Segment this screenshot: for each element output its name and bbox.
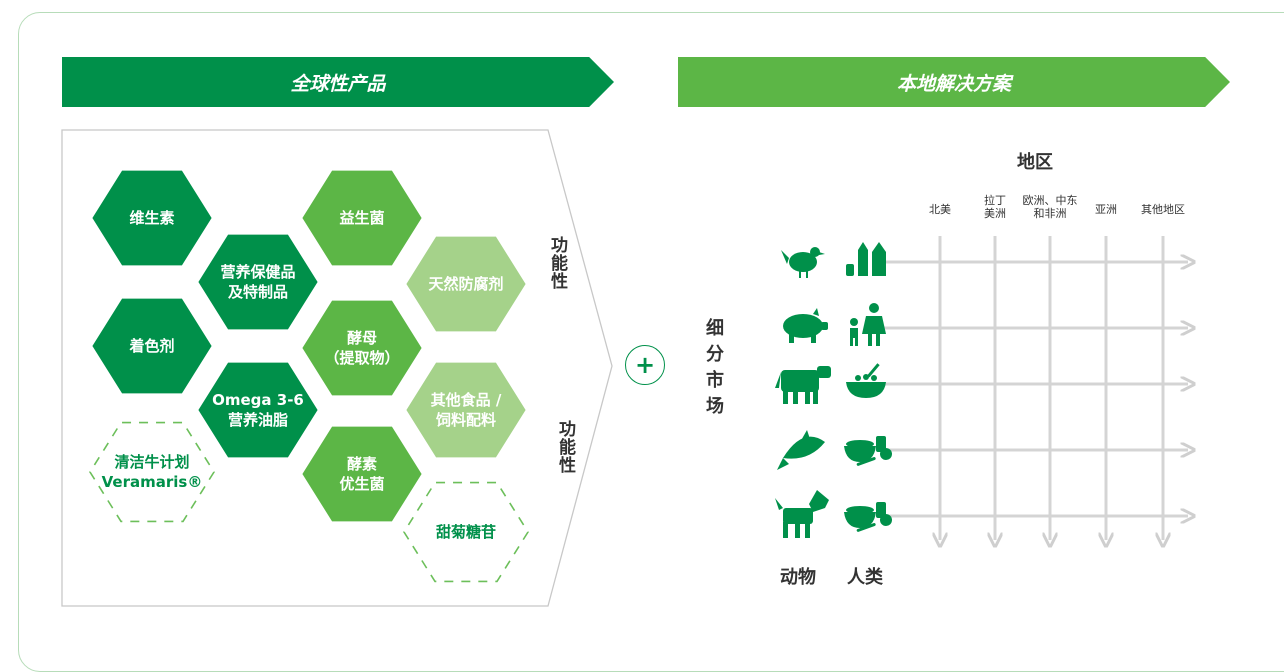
hexagon-label: 营养保健品 及特制品 [220,263,296,301]
region-label: 北美 [929,203,951,216]
hexagon-label: 维生素 [129,209,175,227]
side-label-functional-top: 功能性 [547,236,567,290]
hexagon-7 [193,358,323,462]
meal-icon [844,502,892,532]
hexagon-3 [297,166,427,270]
region-segment-grid [775,236,1284,650]
hexagon-label: 益生菌 [339,209,385,227]
hexagon-label: Omega 3-6 营养油脂 [212,391,304,429]
product-hexagon-panel [61,129,613,607]
animals-label: 动物 [780,567,816,588]
hexagon-9 [89,421,215,523]
region-axis-title: 地区 [1017,152,1053,173]
hexagon-label: 其他食品 / 饲料配料 [430,391,502,429]
hexagon-2 [193,230,323,334]
fish-icon [777,430,825,470]
cow-icon [775,366,831,404]
plus-icon: + [625,345,665,385]
region-label: 其他地区 [1141,203,1185,216]
hexagon-4 [401,232,531,336]
hexagon-label: 着色剂 [129,337,175,355]
pig-icon [783,308,828,343]
hexagon-label: 清洁牛计划 Veramaris® [101,453,203,491]
banner-title: 本地解决方案 [896,72,1011,95]
hexagon-10 [297,422,427,526]
dog-icon [775,490,829,538]
dairy-icon [846,242,886,276]
hexagon-1 [87,166,217,270]
panel-outline [61,129,613,607]
hexagon-6 [297,296,427,400]
chicken-icon [781,247,825,278]
meal-icon [844,436,892,466]
hexagon-label: 甜菊糖苷 [435,523,496,541]
segment-axis-title: 细分市场 [703,318,724,422]
hexagon-label: 天然防腐剂 [428,275,504,293]
region-label: 拉丁 美洲 [984,194,1006,220]
humans-label: 人类 [847,567,883,588]
hexagon-label: 酵素 优生菌 [339,455,385,493]
hexagon-label: 酵母 （提取物） [324,329,400,367]
global-products-banner: 全球性产品 [62,57,614,107]
hexagon-5 [87,294,217,398]
region-label: 欧洲、中东 和非洲 [1022,194,1078,220]
cereal-bowl-icon [846,363,886,398]
banner-title: 全球性产品 [290,72,386,95]
hexagon-11 [403,481,529,583]
side-label-functional-bottom: 功能性 [555,420,575,474]
family-icon [850,303,886,346]
hexagon-8 [401,358,531,462]
region-label: 亚洲 [1095,203,1117,216]
local-solutions-banner: 本地解决方案 [678,57,1230,107]
